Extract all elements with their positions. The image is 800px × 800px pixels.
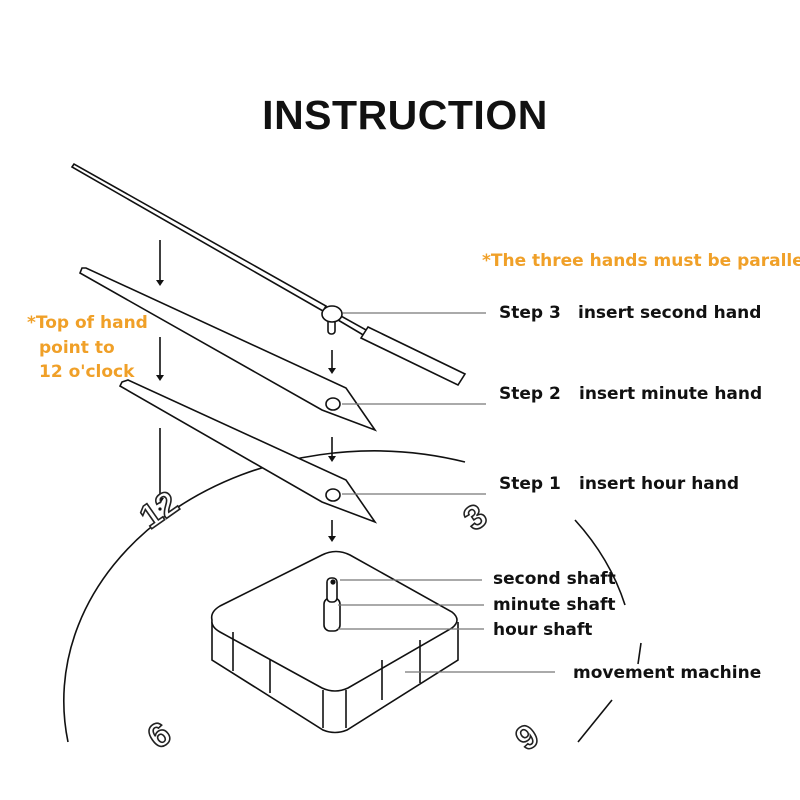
minute-hand [78,267,378,432]
hour-hand [118,379,378,524]
movement-machine [210,550,459,734]
note-top-of-hand-1: *Top of hand [27,313,148,333]
step-2-label: Step 2 [499,384,561,404]
dial-number-12: 12 [133,484,186,537]
step-1-label: Step 1 [499,474,561,494]
arrow-heads [156,280,336,542]
second-shaft-label: second shaft [493,569,616,589]
clock-face-outline [577,699,613,743]
note-top-of-hand-3: 12 o'clock [39,362,135,382]
dial-number-3: 3 [457,497,494,539]
note-parallel: *The three hands must be parallel [482,251,800,271]
page-title: INSTRUCTION [262,92,548,138]
hour-shaft-label: hour shaft [493,620,593,640]
clock-face-outline [63,450,466,743]
step-1-action: insert hour hand [579,474,740,494]
dial-number-6: 6 [508,715,545,757]
second-hand [70,162,467,387]
step-3-label: Step 3 [499,303,561,323]
clock-face-outline [574,519,626,606]
dial-number-9: 9 [140,713,177,755]
note-top-of-hand-2: point to [39,338,115,358]
step-3-action: insert second hand [578,303,762,323]
minute-shaft-label: minute shaft [493,595,616,615]
clock-face-outline [637,642,642,665]
leader-lines [338,312,555,673]
step-2-action: insert minute hand [579,384,763,404]
movement-machine-label: movement machine [573,663,762,683]
arrow-down-icon [159,240,333,536]
